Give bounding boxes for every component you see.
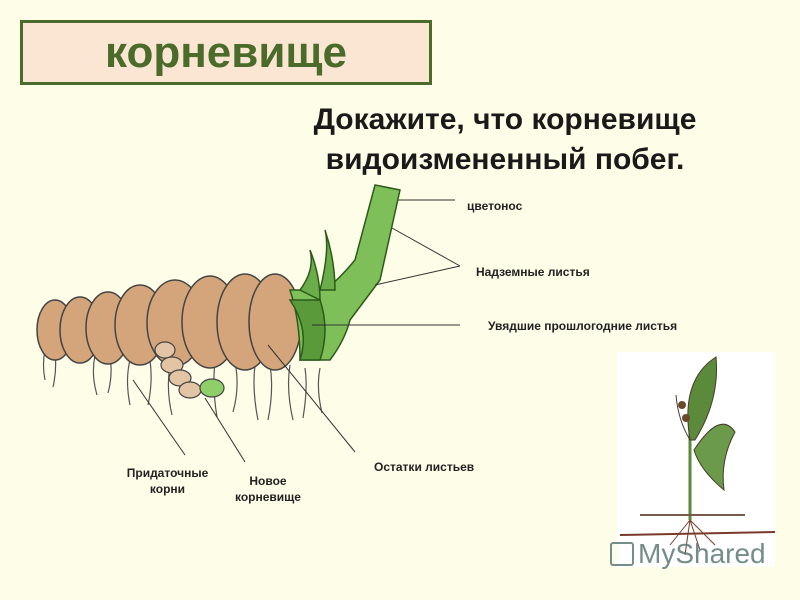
- label-new-rhizome-line2: корневище: [235, 490, 301, 504]
- presentation-icon: [610, 542, 634, 566]
- question-line-1: Докажите, что корневище: [313, 103, 697, 136]
- label-withered-leaves: Увядшие прошлогодние листья: [488, 319, 678, 333]
- label-adventitious-roots-line2: корни: [149, 482, 186, 496]
- lily-of-the-valley-illustration: [617, 352, 776, 567]
- title-box: корневище: [20, 20, 432, 85]
- label-adventitious-roots: Придаточные корни: [120, 465, 215, 497]
- label-new-rhizome-line1: Новое: [249, 474, 287, 488]
- shoot: [288, 184, 401, 361]
- page-title: корневище: [105, 27, 347, 77]
- label-adventitious-roots-line1: Придаточные: [126, 466, 209, 480]
- watermark: MyShared: [610, 538, 766, 570]
- new-rhizome: [154, 341, 225, 399]
- watermark-text: MyShared: [638, 538, 766, 569]
- question-text: Докажите, что корневище видоизмененный п…: [255, 100, 755, 180]
- leader-lines: [132, 199, 461, 463]
- label-new-rhizome: Новое корневище: [228, 473, 308, 505]
- label-peduncle: цветонос: [467, 199, 523, 213]
- label-leaf-remains: Остатки листьев: [374, 460, 475, 474]
- label-above-ground-leaves: Надземные листья: [476, 265, 590, 279]
- question-line-2: видоизмененный побег.: [325, 143, 685, 176]
